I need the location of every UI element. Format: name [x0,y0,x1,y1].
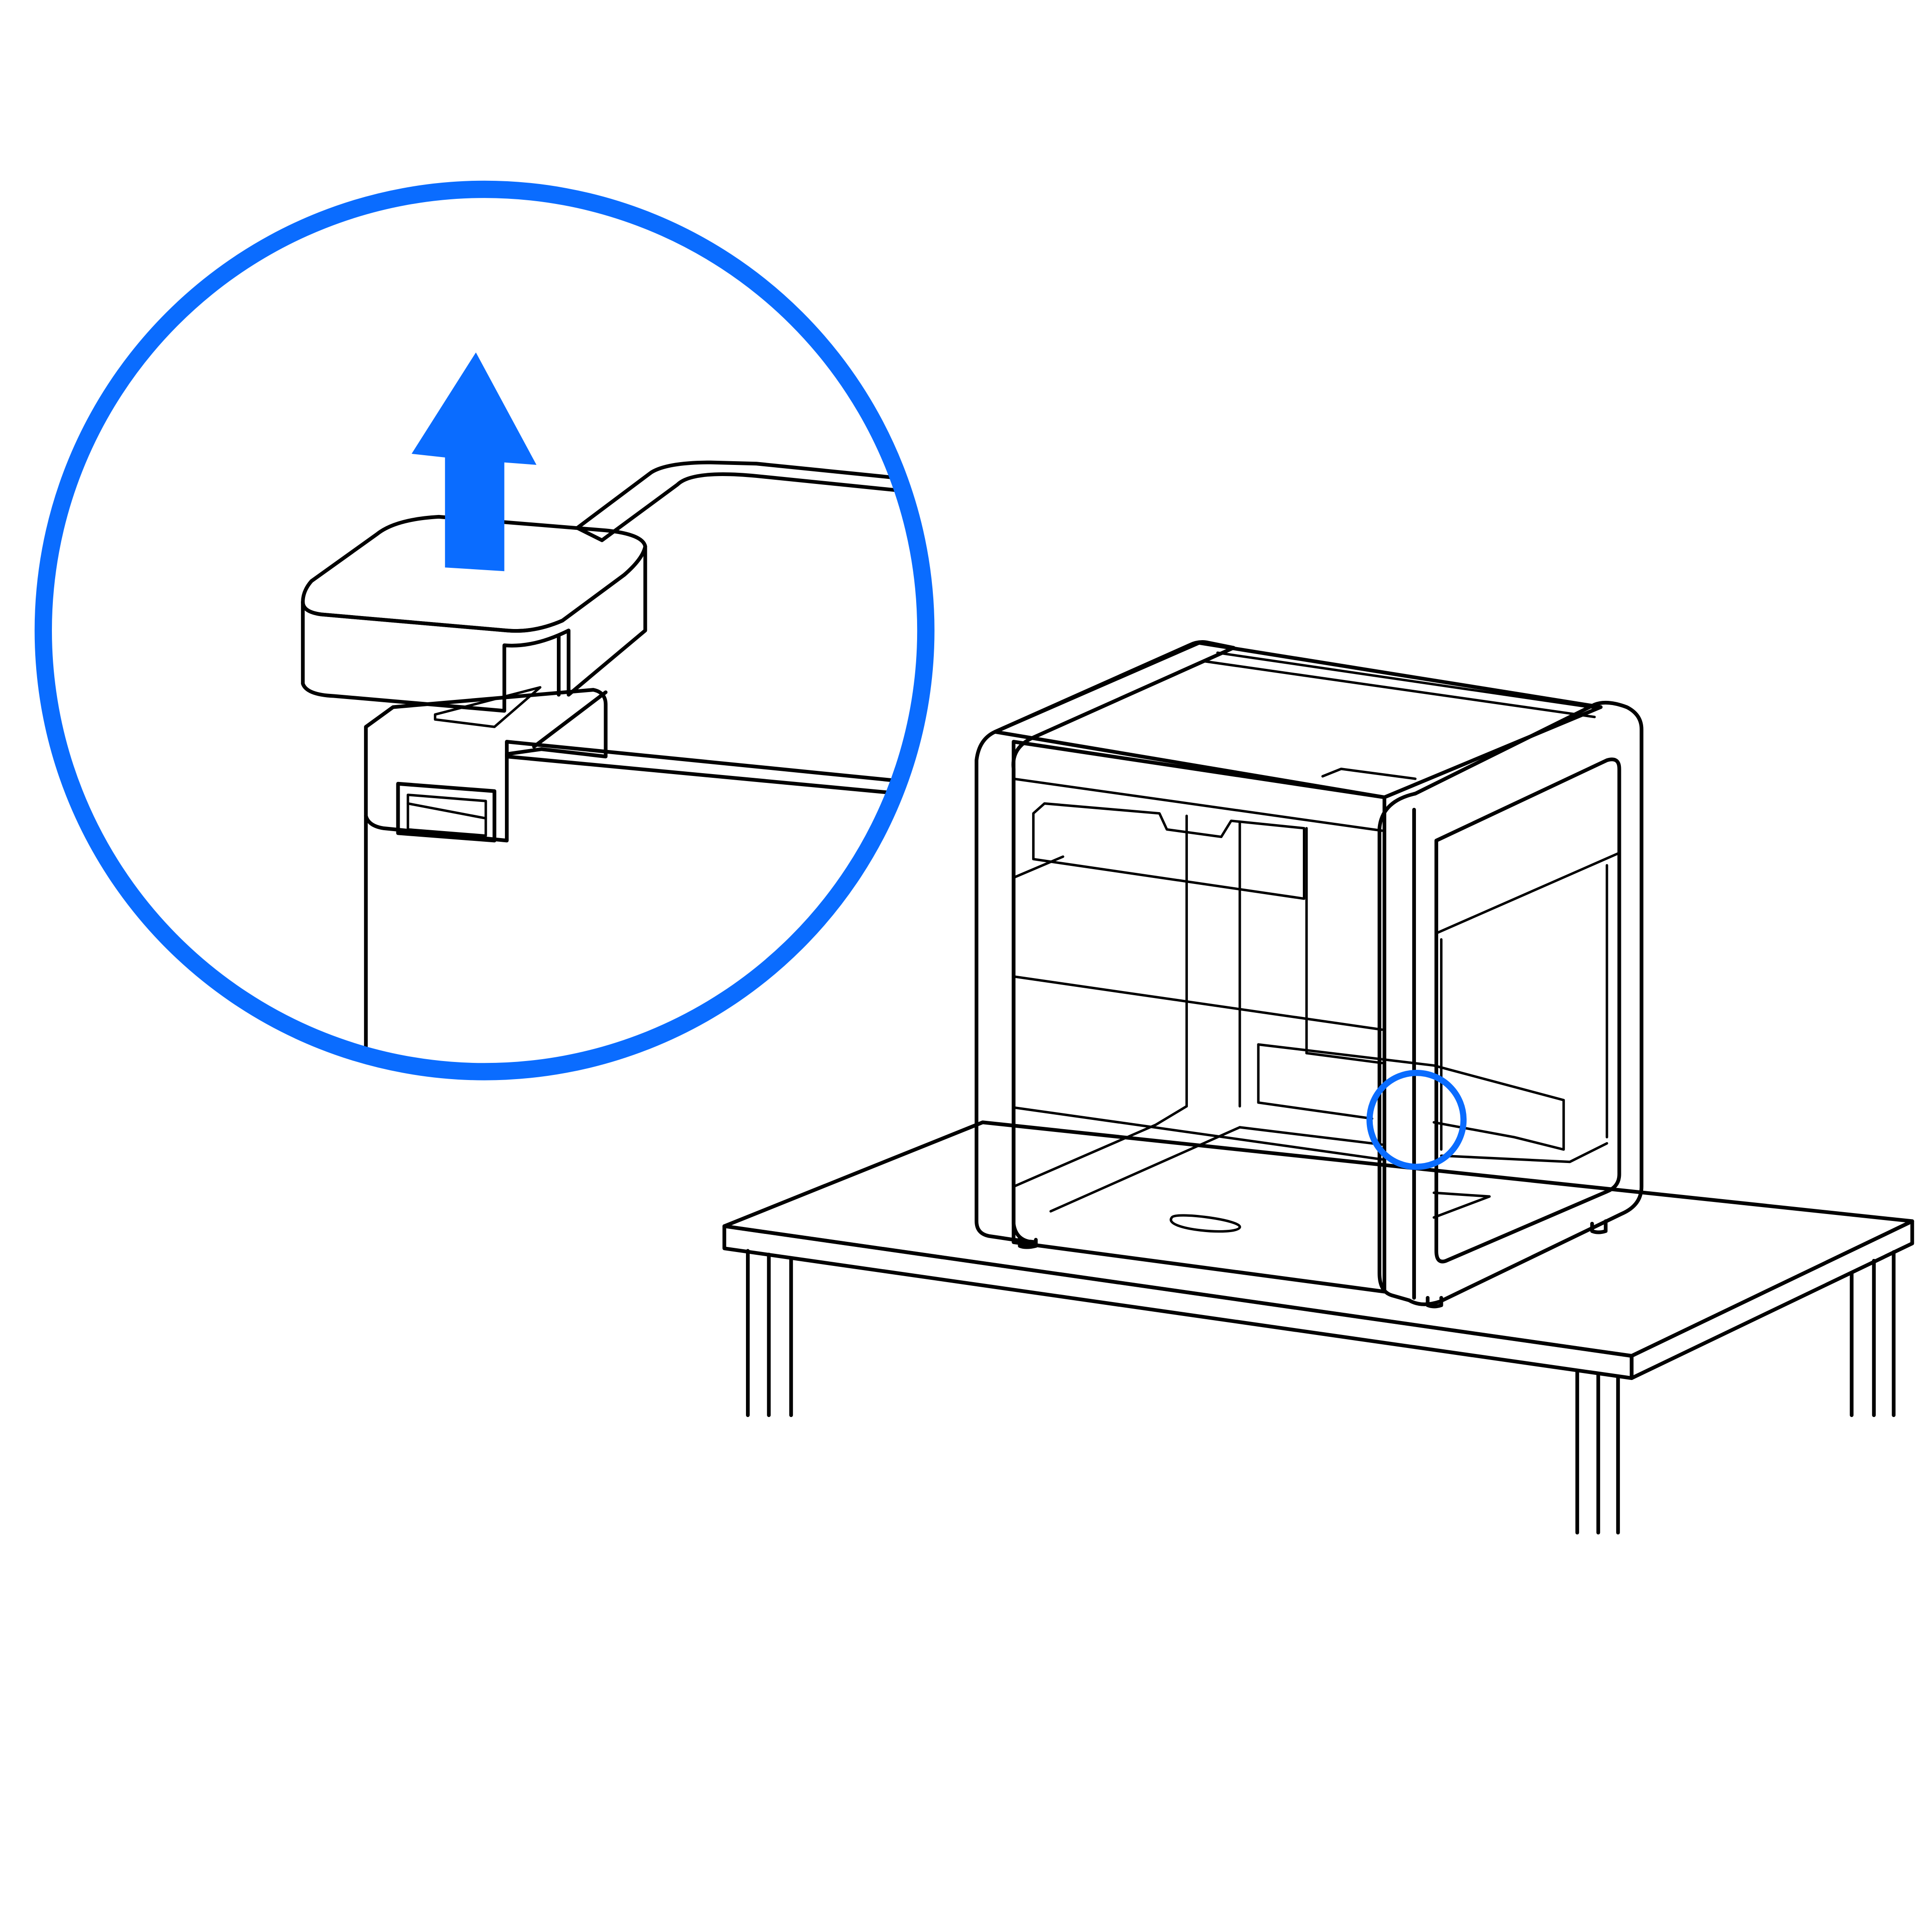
zoom-callout-detail [364,460,930,1075]
frame-bracket [364,688,608,843]
enclosure-interior [1012,768,1565,1233]
table [722,1120,1914,1535]
enclosure-right-frame-opening [1434,757,1621,1264]
packing-clip-front [301,544,647,713]
zoom-callout-background [39,185,930,1075]
table-top [722,1120,1914,1358]
packing-clip [301,515,647,713]
table-side-edge [1630,1219,1914,1380]
zoom-callout-ring [34,180,935,1080]
lift-arrow [411,352,537,572]
enclosure-top-panel [993,641,1603,800]
enclosure-right-frame [1377,700,1644,1306]
enclosure [975,640,1644,1309]
table-legs [746,1249,1896,1535]
table-front-edge [722,1224,1634,1380]
enclosure-left-frame [975,640,1236,1244]
zoom-callout [34,180,935,1080]
clip-location-marker [1366,1069,1467,1170]
